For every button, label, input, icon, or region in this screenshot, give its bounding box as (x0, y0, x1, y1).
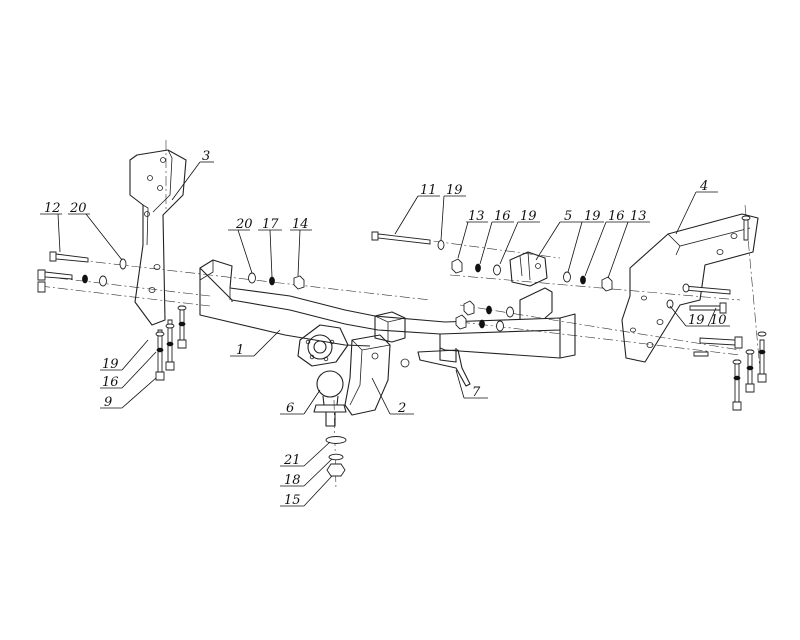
callout-7: 7 (472, 385, 481, 400)
assembly-axes (39, 140, 761, 491)
callout-11: 11 (420, 183, 437, 198)
callout-16-left: 16 (102, 375, 119, 390)
callout-19-top: 19 (446, 183, 463, 198)
callout-13-center: 13 (468, 209, 485, 224)
callout-labels: 12 20 3 20 17 14 1 19 16 9 6 2 7 21 18 1… (44, 149, 727, 508)
ball-mount-drawbar (344, 334, 410, 416)
center-joining-bracket (509, 251, 548, 287)
right-hardware (371, 215, 767, 411)
callout-16-right: 16 (608, 209, 625, 224)
callout-3: 3 (202, 149, 210, 164)
callout-16-center: 16 (494, 209, 511, 224)
callout-15: 15 (284, 493, 301, 508)
callout-19-left: 19 (102, 357, 119, 372)
left-bracket (129, 149, 187, 326)
callout-13-right: 13 (630, 209, 647, 224)
callout-5: 5 (564, 209, 572, 224)
leader-lines (40, 161, 730, 507)
callout-19-right: 19 (584, 209, 601, 224)
ball-fastener-stack (325, 436, 347, 477)
callout-6: 6 (286, 401, 294, 416)
callout-19-bracket: 19 (688, 313, 705, 328)
callout-4: 4 (699, 179, 708, 194)
callout-21: 21 (283, 453, 301, 468)
callout-12: 12 (44, 201, 61, 216)
tow-ball (313, 370, 347, 427)
wiring-bracket (417, 349, 471, 387)
callout-20-left: 20 (69, 201, 87, 216)
callout-9: 9 (104, 395, 112, 410)
left-hardware (37, 251, 305, 381)
right-bracket (621, 213, 759, 363)
callout-18: 18 (284, 473, 301, 488)
main-crossbar (199, 259, 576, 367)
callout-2: 2 (397, 401, 406, 416)
callout-14: 14 (292, 217, 309, 232)
callout-19-center: 19 (520, 209, 537, 224)
callout-1: 1 (236, 343, 244, 358)
callout-20-center: 20 (235, 217, 253, 232)
callout-10: 10 (710, 313, 727, 328)
callout-17: 17 (262, 217, 279, 232)
